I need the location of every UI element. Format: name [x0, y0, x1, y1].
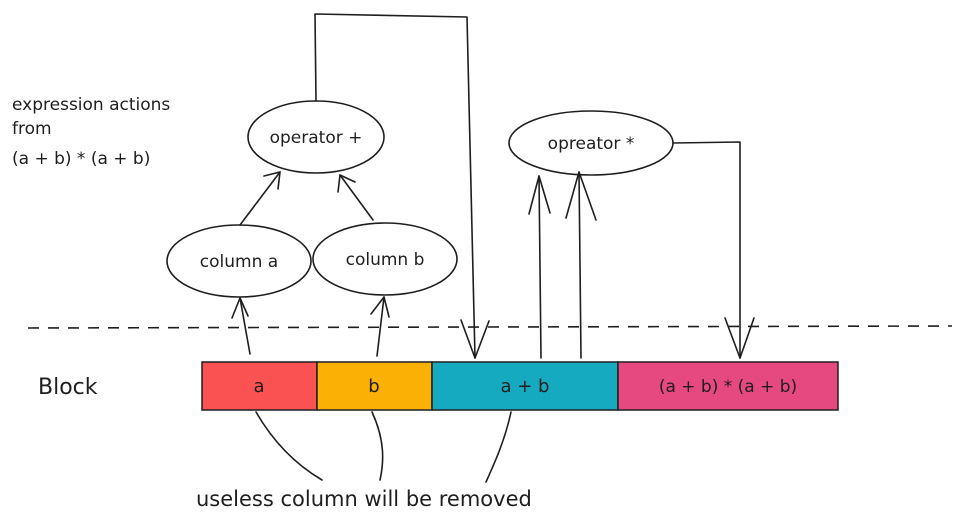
- edge-cell-b-to-column-b: [370, 296, 390, 357]
- title-line-3: (a + b) * (a + b): [12, 149, 150, 169]
- diagram-title: expression actions from (a + b) * (a + b…: [12, 95, 170, 169]
- dashed-separator: [27, 325, 953, 329]
- block-cell-a: [201, 361, 318, 411]
- block-label: Block: [38, 375, 98, 400]
- node-column-b: column b: [312, 222, 458, 296]
- edge-operator-mul-to-cell-product: [672, 141, 755, 359]
- block-cell-b-text: b: [368, 376, 379, 397]
- edge-column-a-to-operator-plus: [239, 171, 281, 226]
- block-cell-product-text: (a + b) * (a + b): [659, 377, 797, 397]
- edge-operator-plus-to-cell-a-plus-b: [314, 13, 490, 359]
- block-cell-a-plus-b-text: a + b: [501, 376, 550, 397]
- node-column-a: column a: [166, 224, 312, 298]
- block-row: Block a b a + b (a + b) * (a + b): [38, 361, 839, 411]
- node-column-b-label: column b: [346, 250, 425, 270]
- block-cell-b: [316, 361, 433, 411]
- removal-note: useless column will be removed: [196, 411, 532, 511]
- node-column-a-label: column a: [200, 252, 278, 272]
- block-cell-product: [617, 361, 839, 411]
- node-operator-mul-label: opreator *: [548, 134, 635, 154]
- node-operator-plus-label: operator +: [270, 128, 363, 148]
- node-operator-mul: opreator *: [508, 110, 674, 176]
- node-operator-plus: operator +: [247, 100, 385, 174]
- removal-note-text: useless column will be removed: [196, 487, 532, 511]
- title-line-1: expression actions: [12, 95, 170, 115]
- edge-cell-a-to-column-a: [231, 297, 251, 355]
- edge-cell-a-plus-b-to-operator-mul: [528, 171, 597, 359]
- edge-column-b-to-operator-plus: [337, 174, 374, 221]
- block-cell-a-text: a: [253, 376, 264, 397]
- title-line-2: from: [12, 119, 52, 139]
